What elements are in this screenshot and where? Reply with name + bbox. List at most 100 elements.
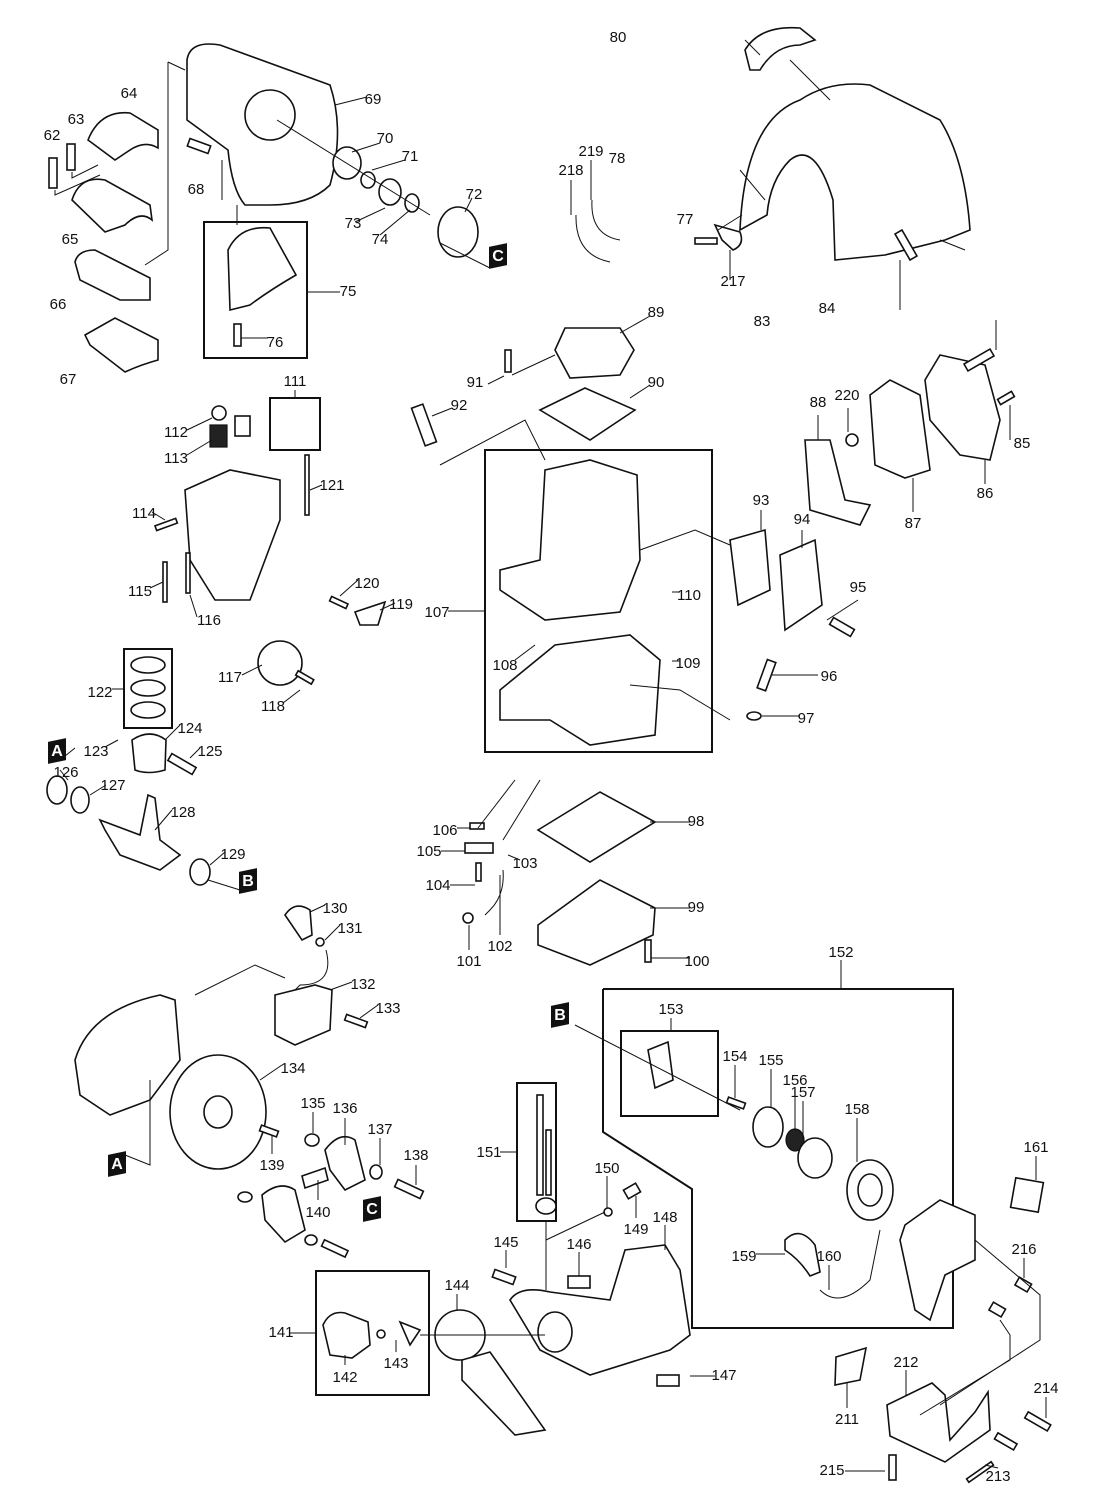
- callout-151: 151: [476, 1144, 501, 1161]
- part-screw-150: [603, 1207, 613, 1217]
- reference-marker-b: B: [551, 1002, 569, 1028]
- part-spring-131: [315, 937, 325, 947]
- reference-marker-letter: C: [492, 248, 504, 265]
- part-vent-143: [376, 1329, 386, 1339]
- callout-124: 124: [177, 720, 202, 737]
- part-washer-lower-a: [237, 1191, 253, 1203]
- part-pushrod-121: [304, 454, 310, 516]
- callout-90: 90: [648, 374, 665, 391]
- part-pad-106: [469, 822, 485, 830]
- part-ring-122b: [130, 679, 166, 697]
- callout-216: 216: [1011, 1241, 1036, 1258]
- callout-110: 110: [677, 587, 701, 604]
- callout-71: 71: [402, 148, 419, 165]
- part-pulley-155: [752, 1106, 784, 1148]
- callout-218: 218: [558, 162, 583, 179]
- reference-marker-b: B: [239, 868, 257, 894]
- leader-lines: [54, 39, 1047, 1472]
- callout-136: 136: [332, 1100, 357, 1117]
- part-rope-160: [819, 1229, 881, 1299]
- part-spring-158-inner: [857, 1173, 883, 1207]
- callout-103: 103: [512, 855, 537, 872]
- part-handle-159: [784, 1232, 821, 1277]
- callout-93: 93: [753, 492, 770, 509]
- callout-98: 98: [688, 813, 705, 830]
- callout-215: 215: [819, 1462, 844, 1479]
- callout-70: 70: [377, 130, 394, 147]
- callout-159: 159: [731, 1248, 756, 1265]
- part-fan-housing: [186, 43, 339, 206]
- part-bearing-127: [70, 786, 90, 814]
- callout-148: 148: [652, 1209, 677, 1226]
- callout-69: 69: [365, 91, 382, 108]
- callout-132: 132: [350, 976, 375, 993]
- reference-marker-box: [363, 1196, 381, 1222]
- part-bracket-217: [713, 223, 743, 251]
- part-cap-112: [211, 405, 227, 421]
- group-box-75: [203, 221, 308, 359]
- part-fuel-tank-148: [509, 1244, 691, 1376]
- callout-75: 75: [340, 283, 357, 300]
- part-spring-140: [301, 1166, 329, 1190]
- callout-65: 65: [62, 231, 79, 248]
- part-grommet-147: [656, 1374, 680, 1387]
- part-pad-105: [464, 842, 494, 854]
- reference-marker-box: [48, 738, 66, 764]
- callout-94: 94: [794, 511, 811, 528]
- callout-147: 147: [711, 1367, 736, 1384]
- callout-153: 153: [658, 1001, 683, 1018]
- callout-109: 109: [675, 655, 700, 672]
- reference-marker-c: C: [489, 243, 507, 269]
- part-pickup-tube-151b: [545, 1129, 552, 1196]
- part-head-cover-89: [554, 327, 635, 379]
- callout-84: 84: [819, 300, 836, 317]
- callout-123: 123: [83, 743, 108, 760]
- part-wires-218-219: [575, 199, 621, 263]
- part-pickup-tube-151: [536, 1094, 544, 1196]
- part-washer-lower-b: [304, 1234, 318, 1246]
- reference-marker-letter: C: [366, 1201, 378, 1218]
- part-clamp-64: [87, 111, 159, 161]
- callout-121: 121: [319, 477, 344, 494]
- callout-150: 150: [594, 1160, 619, 1177]
- callout-64: 64: [121, 85, 138, 102]
- part-ignition-coil-132: [274, 984, 333, 1046]
- callout-144: 144: [444, 1277, 469, 1294]
- reference-marker-letter: A: [111, 1156, 123, 1173]
- callout-134: 134: [280, 1060, 305, 1077]
- part-bolt-77: [694, 237, 718, 245]
- reference-marker-letter: B: [554, 1007, 566, 1024]
- callout-92: 92: [451, 397, 468, 414]
- part-pin-114: [153, 517, 179, 532]
- callout-214: 214: [1033, 1380, 1058, 1397]
- callout-138: 138: [403, 1147, 428, 1164]
- part-gasket-98: [536, 791, 657, 863]
- callout-80: 80: [610, 29, 627, 46]
- reference-marker-box: [551, 1002, 569, 1028]
- callout-140: 140: [305, 1204, 330, 1221]
- callout-86: 86: [977, 485, 994, 502]
- part-clamp-66: [74, 249, 151, 301]
- callout-149: 149: [623, 1221, 648, 1238]
- callout-129: 129: [220, 846, 245, 863]
- part-spring-113: [209, 424, 228, 448]
- callout-142: 142: [332, 1369, 357, 1386]
- part-bolt-133: [343, 1013, 369, 1029]
- part-oring-97: [746, 711, 762, 721]
- part-fitting-149: [622, 1182, 642, 1200]
- part-muffler-cover-86: [924, 354, 1001, 461]
- callout-101: 101: [456, 953, 481, 970]
- part-rocker-119: [353, 600, 387, 626]
- part-bolt-62: [48, 157, 58, 189]
- part-clutch-shoe-136: [324, 1135, 366, 1192]
- callout-212: 212: [893, 1354, 918, 1371]
- part-clamp-67: [83, 317, 159, 373]
- part-gasket-93: [729, 528, 771, 607]
- part-pin-213: [965, 1460, 995, 1484]
- part-bolt-100: [644, 939, 652, 963]
- callout-76: 76: [267, 334, 284, 351]
- callout-146: 146: [566, 1236, 591, 1253]
- part-screw-91: [504, 349, 512, 373]
- part-spring-right: [234, 415, 251, 437]
